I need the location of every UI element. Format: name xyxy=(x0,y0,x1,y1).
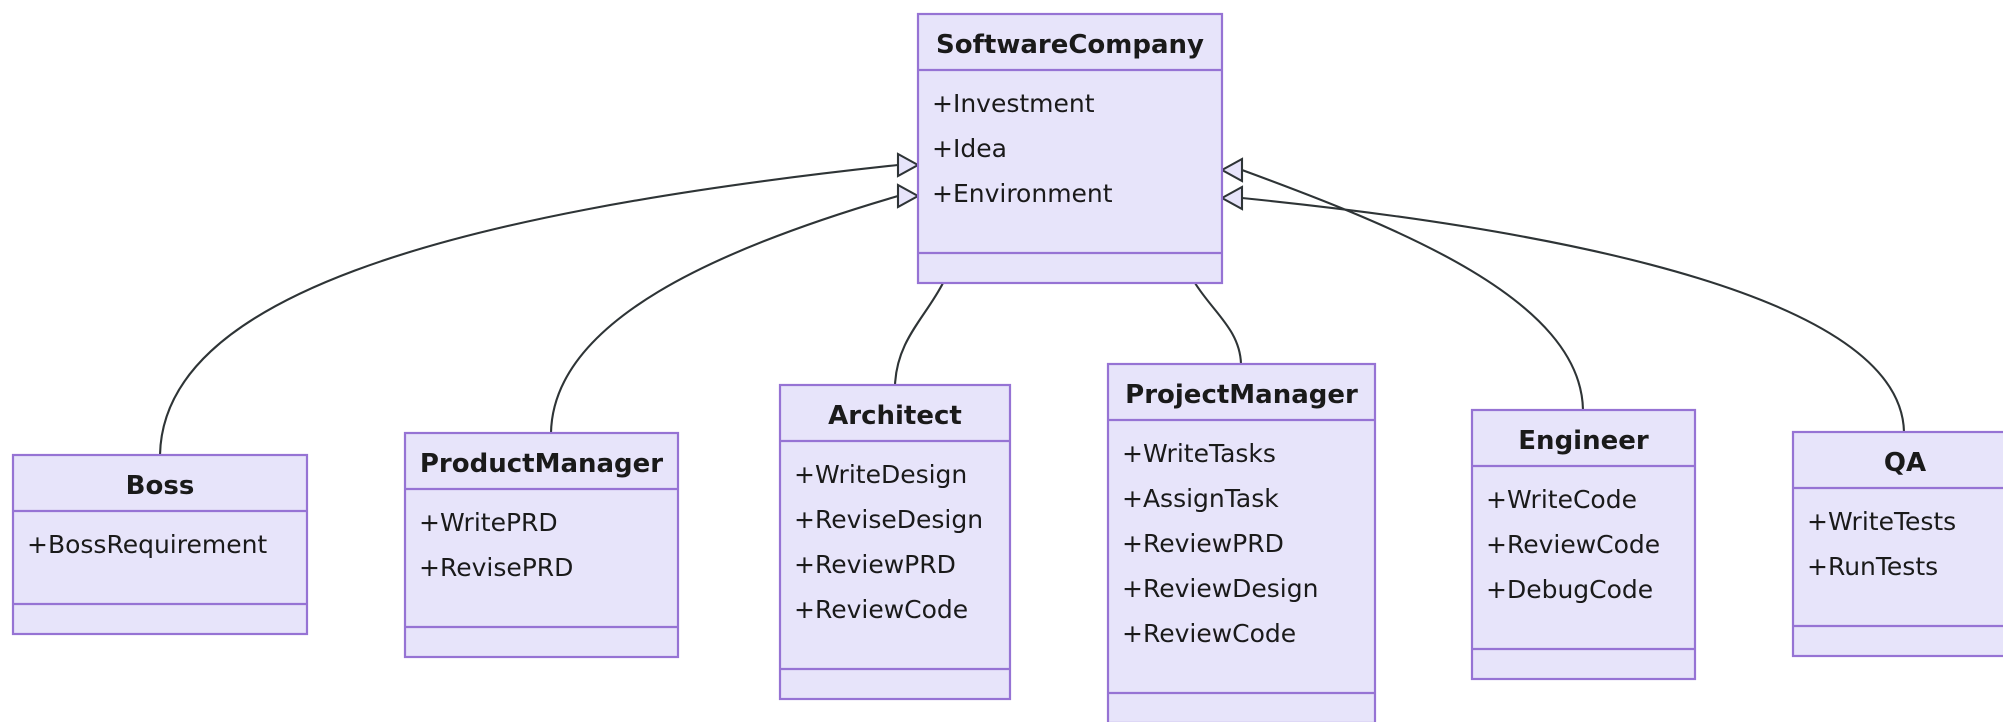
class-name-engineer: Engineer xyxy=(1518,426,1649,456)
class-box-architect[interactable]: Architect +WriteDesign +ReviseDesign +Revie… xyxy=(778,383,1012,701)
class-member-engineer-1: +ReviewCode xyxy=(1486,530,1660,559)
class-member-engineer-2: +DebugCode xyxy=(1486,575,1653,604)
class-name-softwarecompany: SoftwareCompany xyxy=(936,30,1204,60)
class-box-frame-engineer xyxy=(1470,408,1697,681)
generalization-arrowhead-icon xyxy=(896,152,921,178)
classes-layer: SoftwareCompany +Investment +Idea +Environm… xyxy=(11,12,2003,722)
generalization-arrowhead-icon xyxy=(1219,157,1244,183)
relation-productmanager-to-softwarecompany xyxy=(549,183,921,435)
class-box-frame-softwarecompany xyxy=(916,12,1224,285)
class-name-architect: Architect xyxy=(828,401,962,431)
class-name-qa: QA xyxy=(1884,448,1926,478)
relation-line xyxy=(1240,168,1585,412)
class-box-frame-productmanager xyxy=(403,431,680,659)
class-member-projectmanager-3: +ReviewDesign xyxy=(1122,574,1318,603)
class-member-architect-1: +ReviseDesign xyxy=(794,505,983,534)
class-box-frame-projectmanager xyxy=(1106,362,1377,722)
class-box-frame-qa xyxy=(1791,430,2003,658)
class-member-engineer-0: +WriteCode xyxy=(1486,485,1637,514)
class-box-productmanager[interactable]: ProductManager +WritePRD +RevisePRD xyxy=(403,431,680,659)
class-member-projectmanager-0: +WriteTasks xyxy=(1122,439,1276,468)
class-box-qa[interactable]: QA +WriteTests +RunTests xyxy=(1791,430,2003,658)
class-name-boss: Boss xyxy=(126,471,195,501)
class-box-softwarecompany[interactable]: SoftwareCompany +Investment +Idea +Environm… xyxy=(916,12,1224,285)
relation-line xyxy=(158,163,900,457)
relation-line xyxy=(549,194,900,435)
class-member-softwarecompany-2: +Environment xyxy=(932,179,1113,208)
class-member-productmanager-0: +WritePRD xyxy=(419,508,558,537)
relation-line xyxy=(1240,196,1906,434)
class-box-engineer[interactable]: Engineer +WriteCode +ReviewCode +DebugCode xyxy=(1470,408,1697,681)
class-member-qa-0: +WriteTests xyxy=(1807,507,1956,536)
relation-line xyxy=(893,281,945,387)
class-member-boss-0: +BossRequirement xyxy=(27,530,267,559)
class-name-projectmanager: ProjectManager xyxy=(1125,380,1358,410)
relation-line xyxy=(1193,281,1243,366)
relation-engineer-to-softwarecompany xyxy=(1219,157,1585,412)
class-member-projectmanager-2: +ReviewPRD xyxy=(1122,529,1284,558)
class-member-softwarecompany-1: +Idea xyxy=(932,134,1007,163)
class-member-architect-0: +WriteDesign xyxy=(794,460,967,489)
generalization-arrowhead-icon xyxy=(896,183,921,209)
relation-boss-to-softwarecompany xyxy=(158,152,921,457)
relation-qa-to-softwarecompany xyxy=(1219,185,1906,434)
class-member-productmanager-1: +RevisePRD xyxy=(419,553,573,582)
class-member-architect-2: +ReviewPRD xyxy=(794,550,956,579)
class-name-productmanager: ProductManager xyxy=(420,449,663,479)
class-member-softwarecompany-0: +Investment xyxy=(932,89,1095,118)
generalization-arrowhead-icon xyxy=(1219,185,1244,211)
class-member-projectmanager-4: +ReviewCode xyxy=(1122,619,1296,648)
class-box-projectmanager[interactable]: ProjectManager +WriteTasks +AssignTask +Rev… xyxy=(1106,362,1377,722)
class-box-boss[interactable]: Boss +BossRequirement xyxy=(11,453,309,636)
class-member-qa-1: +RunTests xyxy=(1807,552,1938,581)
class-member-architect-3: +ReviewCode xyxy=(794,595,968,624)
class-box-frame-architect xyxy=(778,383,1012,701)
class-member-projectmanager-1: +AssignTask xyxy=(1122,484,1279,513)
